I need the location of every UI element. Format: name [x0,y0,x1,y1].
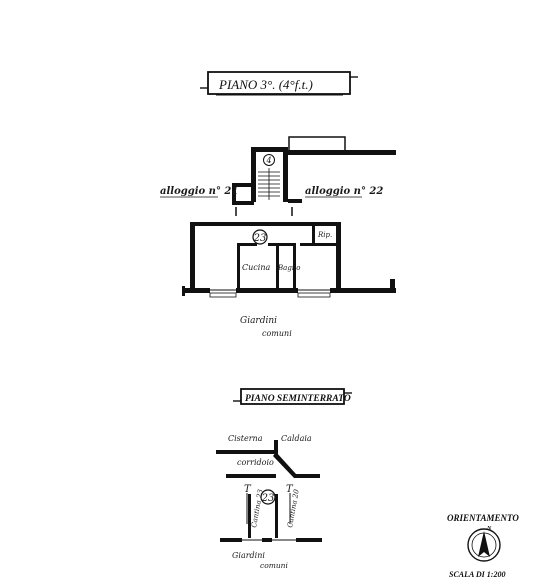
upper-garden-label-2: comuni [262,329,292,338]
right-unit-label: alloggio n° 22 [305,186,383,197]
stair-wall-left [251,147,256,202]
compass-circle [467,528,501,562]
north-mark: N [486,526,492,532]
partition-bath-right [293,243,296,289]
t-mark-right: T [286,484,294,495]
room-label-kitchen: Cucina [242,263,270,272]
unit-number-circle [252,229,268,245]
corridor-label: corridoio [237,458,274,467]
basement-title-box: PIANO SEMINTERRATO [233,388,352,405]
room-label-rip: Rip. [317,231,332,239]
upper-plan-title-box: PIANO 3°. (4°f.t.) [200,71,358,96]
unit-wall-bottom [182,288,396,298]
room-label-cisterna: Cisterna [228,434,263,443]
basement-title: PIANO SEMINTERRATO [245,394,351,404]
t-mark-left: T [244,484,252,495]
left-unit-label: alloggio n° 21 [160,186,238,197]
balcony-outline [288,136,346,152]
basement-unit-circle [260,489,276,505]
partition-kitchen-left [237,243,240,289]
room-label-bath: Bagno [277,264,301,272]
upper-floor-plan: 4 [182,136,396,298]
basement-unit-number: 23 [261,493,275,504]
stair-number: 4 [265,156,271,165]
legend: ORIENTAMENTO N SCALA DI 1:200 [447,513,519,579]
unit-wall-right [336,222,341,292]
stair-treads [258,168,280,200]
basement-garden-label-1: Giardini [232,551,265,560]
stair-wall-top [251,147,287,152]
stair-wall-right [283,147,288,202]
orientation-label: ORIENTAMENTO [447,513,519,523]
cantina-left-label: Cantina 23 [250,488,265,528]
partition-kitchen-bath [276,243,279,289]
basement-plan: Cisterna Caldaia corridoio T T 23 Cantin… [216,434,322,570]
scale-label: SCALA DI 1:200 [449,570,505,579]
stair-number-circle [263,154,275,166]
unit-wall-left [190,222,195,292]
room-label-caldaia: Caldaia [281,434,312,443]
corridor-wall-top [286,150,396,155]
north-arrow-icon [478,531,490,557]
unit-number: 23 [253,233,267,244]
upper-garden-label-1: Giardini [240,316,277,326]
basement-garden-label-2: comuni [260,561,288,570]
upper-plan-title: PIANO 3°. (4°f.t.) [218,77,313,92]
unit-wall-top [190,222,338,226]
